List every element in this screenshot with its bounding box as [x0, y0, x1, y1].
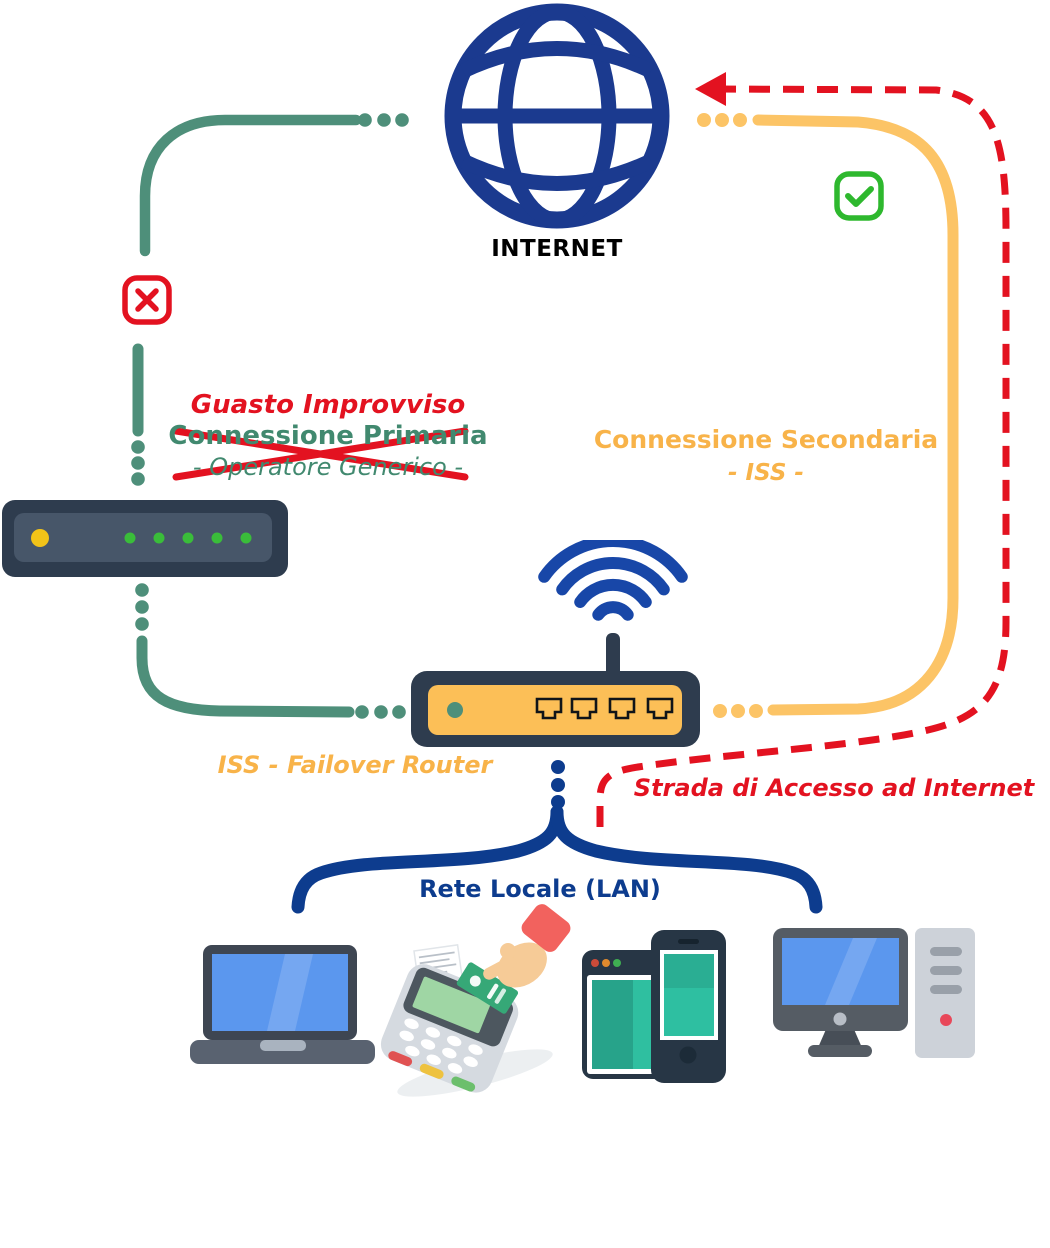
- secondary-connection-label: Connessione Secondaria: [593, 425, 939, 454]
- secondary-operator-label: - ISS -: [728, 459, 804, 486]
- desktop-computer-icon: [773, 928, 975, 1058]
- router-antenna: [606, 633, 620, 681]
- access-route-label: Strada di Accesso ad Internet: [633, 774, 1035, 802]
- secondary-line: [697, 113, 959, 718]
- lan-brace: [291, 805, 823, 914]
- wifi-router-icon: [411, 540, 700, 747]
- primary-line: [131, 113, 409, 719]
- primary-connection-label: Connessione Primaria: [168, 420, 488, 451]
- primary-connection-labels: Guasto Improvviso Connessione Primaria -…: [150, 390, 506, 481]
- router-ethernet-ports: [535, 697, 674, 720]
- access-route-dashed-line: [596, 72, 1010, 827]
- failover-router-label: ISS - Failover Router: [217, 751, 493, 779]
- hand: [483, 904, 571, 988]
- payment-card: [456, 962, 519, 1014]
- globe-icon: [444, 3, 670, 229]
- modem-status-leds: [124, 532, 252, 544]
- router-led: [447, 702, 463, 718]
- check-icon: [834, 171, 884, 221]
- pos-terminal-icon: [380, 904, 571, 1097]
- laptop-icon: [190, 945, 375, 1064]
- cross-icon: [122, 275, 172, 325]
- wifi-signal-icon: [538, 540, 688, 621]
- internet-label: INTERNET: [491, 236, 623, 262]
- smartphone: [651, 930, 726, 1083]
- tablet-phone-icon: [582, 930, 726, 1083]
- arrow-left-icon: [695, 72, 726, 106]
- modem-icon: [2, 500, 288, 577]
- monitor: [773, 928, 908, 1057]
- primary-operator-label: - Operatore Generico -: [192, 452, 464, 481]
- lan-link-dots: [551, 760, 565, 809]
- modem-power-led: [31, 529, 49, 547]
- strike-x: [172, 427, 469, 481]
- failure-title: Guasto Improvviso: [190, 390, 466, 420]
- tower: [915, 928, 975, 1058]
- lan-label: Rete Locale (LAN): [419, 875, 661, 903]
- secondary-connection-labels: Connessione Secondaria - ISS -: [588, 425, 944, 486]
